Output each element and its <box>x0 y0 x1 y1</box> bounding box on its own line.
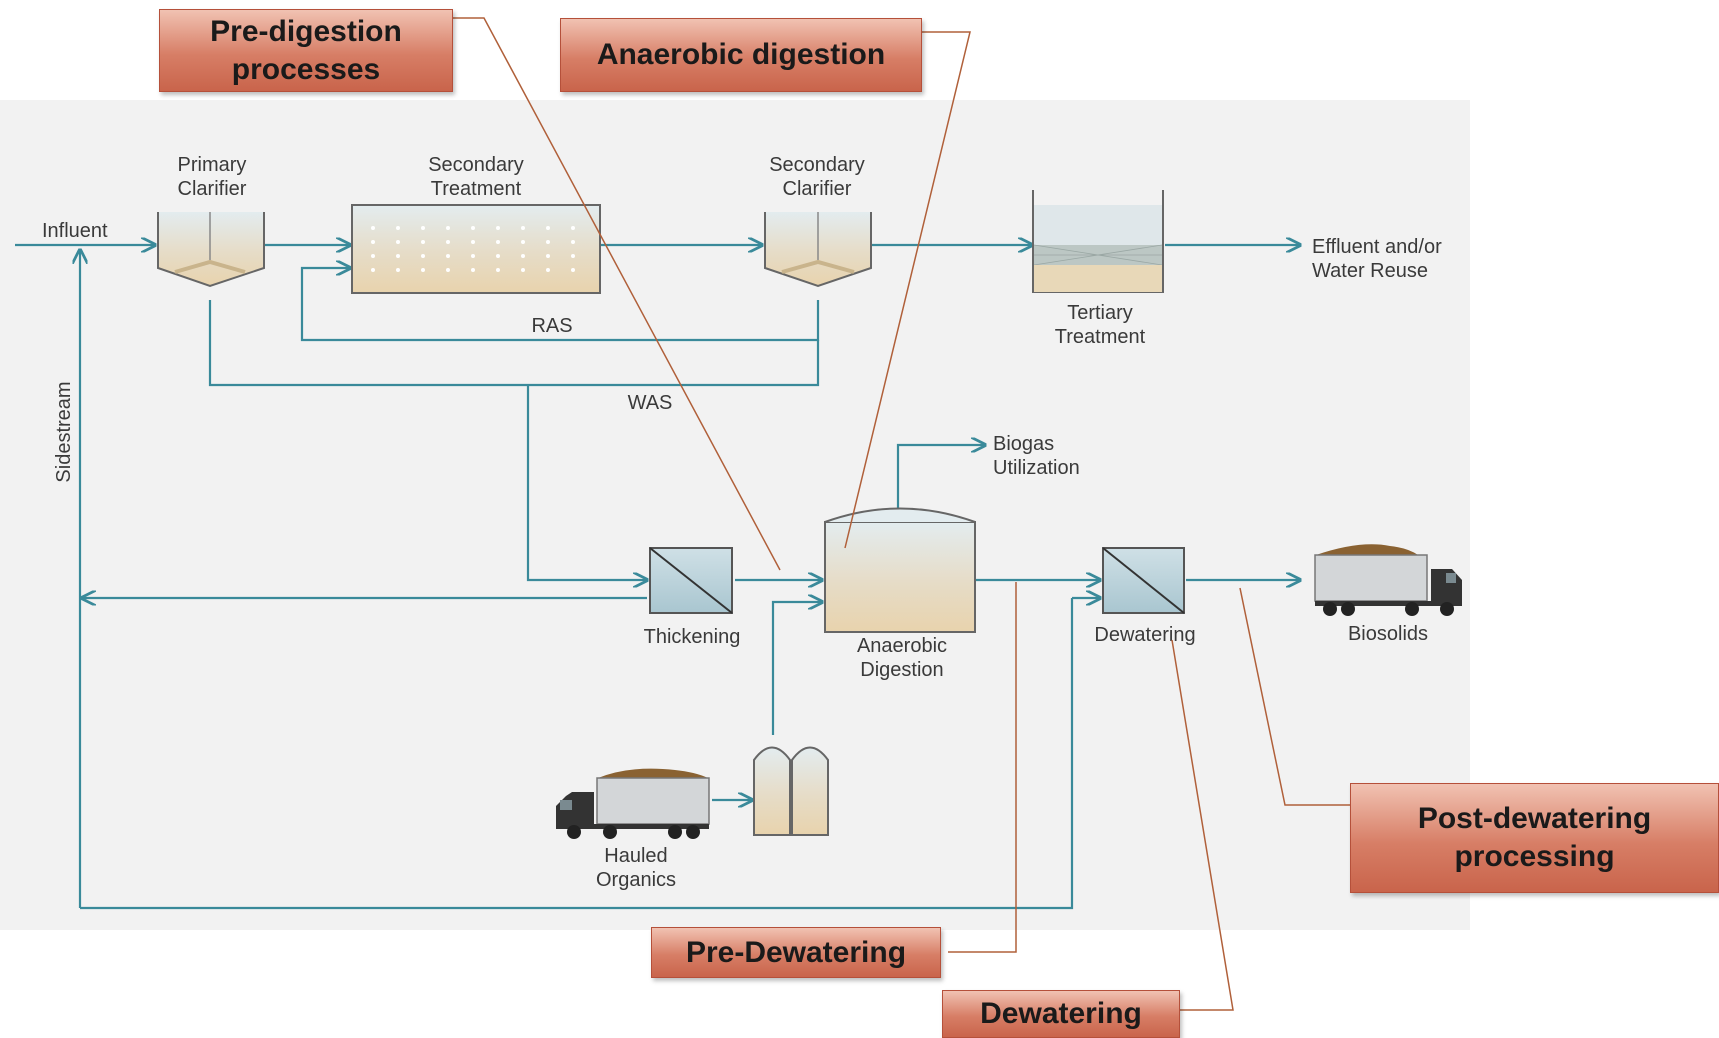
callout-dewatering: Dewatering <box>942 990 1180 1038</box>
callout-pre-digestion-text: Pre-digestion processes <box>210 14 402 86</box>
biogas-line <box>896 445 985 510</box>
dewatering-return-line <box>80 598 1074 910</box>
thickening-label: Thickening <box>644 626 741 648</box>
dewatering-leader <box>1171 639 1234 1011</box>
sidestream-label: Sidestream <box>53 381 75 482</box>
secondary-clarifier-label-2: Clarifier <box>783 178 852 200</box>
tertiary-treatment-tank <box>1032 190 1164 293</box>
secondary-treatment-label-2: Treatment <box>431 178 522 200</box>
biogas-label-1: Biogas <box>993 433 1054 455</box>
pre-digestion-leader <box>452 17 781 571</box>
callout-post-dewatering-text: Post-dewatering processing <box>1417 802 1652 873</box>
thickening-unit <box>649 547 733 614</box>
secondary-treatment-label-1: Secondary <box>428 154 524 176</box>
anaerobic-digestion-label-2: Digestion <box>860 659 943 681</box>
aeration-bubbles <box>371 226 575 272</box>
ras-label: RAS <box>531 315 572 337</box>
callout-pre-dewatering-text: Pre-Dewatering <box>685 935 907 969</box>
secondary-clarifier-label-1: Secondary <box>769 154 865 176</box>
hauled-organics-label-2: Organics <box>596 869 676 891</box>
post-dewatering-leader <box>1239 587 1350 806</box>
callout-anaerobic-digestion-text: Anaerobic digestion <box>596 38 886 71</box>
dewatering-unit <box>1102 547 1185 614</box>
callout-post-dewatering: Post-dewatering processing <box>1350 783 1719 893</box>
secondary-clarifier <box>764 212 872 288</box>
flow-lines <box>15 245 1300 910</box>
callout-pre-digestion: Pre-digestion processes <box>159 9 453 92</box>
effluent-label-2: Water Reuse <box>1312 260 1428 282</box>
influent-label: Influent <box>42 220 108 242</box>
primary-clarifier-label-2: Clarifier <box>178 178 247 200</box>
hauled-organics-label-1: Hauled <box>604 845 667 867</box>
callout-dewatering-text: Dewatering <box>980 997 1142 1030</box>
primary-clarifier-label-1: Primary <box>178 154 247 176</box>
anaerobic-digestion-leader <box>844 31 971 549</box>
dewatering-label: Dewatering <box>1094 624 1195 646</box>
callout-leaders <box>452 17 1350 1011</box>
was-line <box>208 300 820 387</box>
organics-to-digester-line <box>771 602 822 735</box>
hauled-organics-truck <box>556 768 710 839</box>
biosolids-truck <box>1314 544 1462 616</box>
tertiary-label-2: Treatment <box>1055 326 1146 348</box>
pre-dewatering-leader <box>948 582 1017 953</box>
was-to-thickening-line <box>526 385 647 580</box>
organics-silos <box>753 746 829 836</box>
ras-loop-line <box>300 268 820 342</box>
was-label: WAS <box>628 392 673 414</box>
secondary-treatment-tank <box>351 204 601 294</box>
callout-pre-dewatering: Pre-Dewatering <box>651 927 941 978</box>
tertiary-label-1: Tertiary <box>1067 302 1133 324</box>
anaerobic-digestion-label-1: Anaerobic <box>857 635 947 657</box>
primary-clarifier <box>157 212 265 288</box>
callout-anaerobic-digestion: Anaerobic digestion <box>560 18 922 92</box>
effluent-label-1: Effluent and/or <box>1312 236 1442 258</box>
biosolids-label: Biosolids <box>1348 623 1428 645</box>
diagram-labels: Influent Primary Clarifier Secondary Tre… <box>42 154 1442 891</box>
anaerobic-digester <box>824 507 976 633</box>
biogas-label-2: Utilization <box>993 457 1080 479</box>
